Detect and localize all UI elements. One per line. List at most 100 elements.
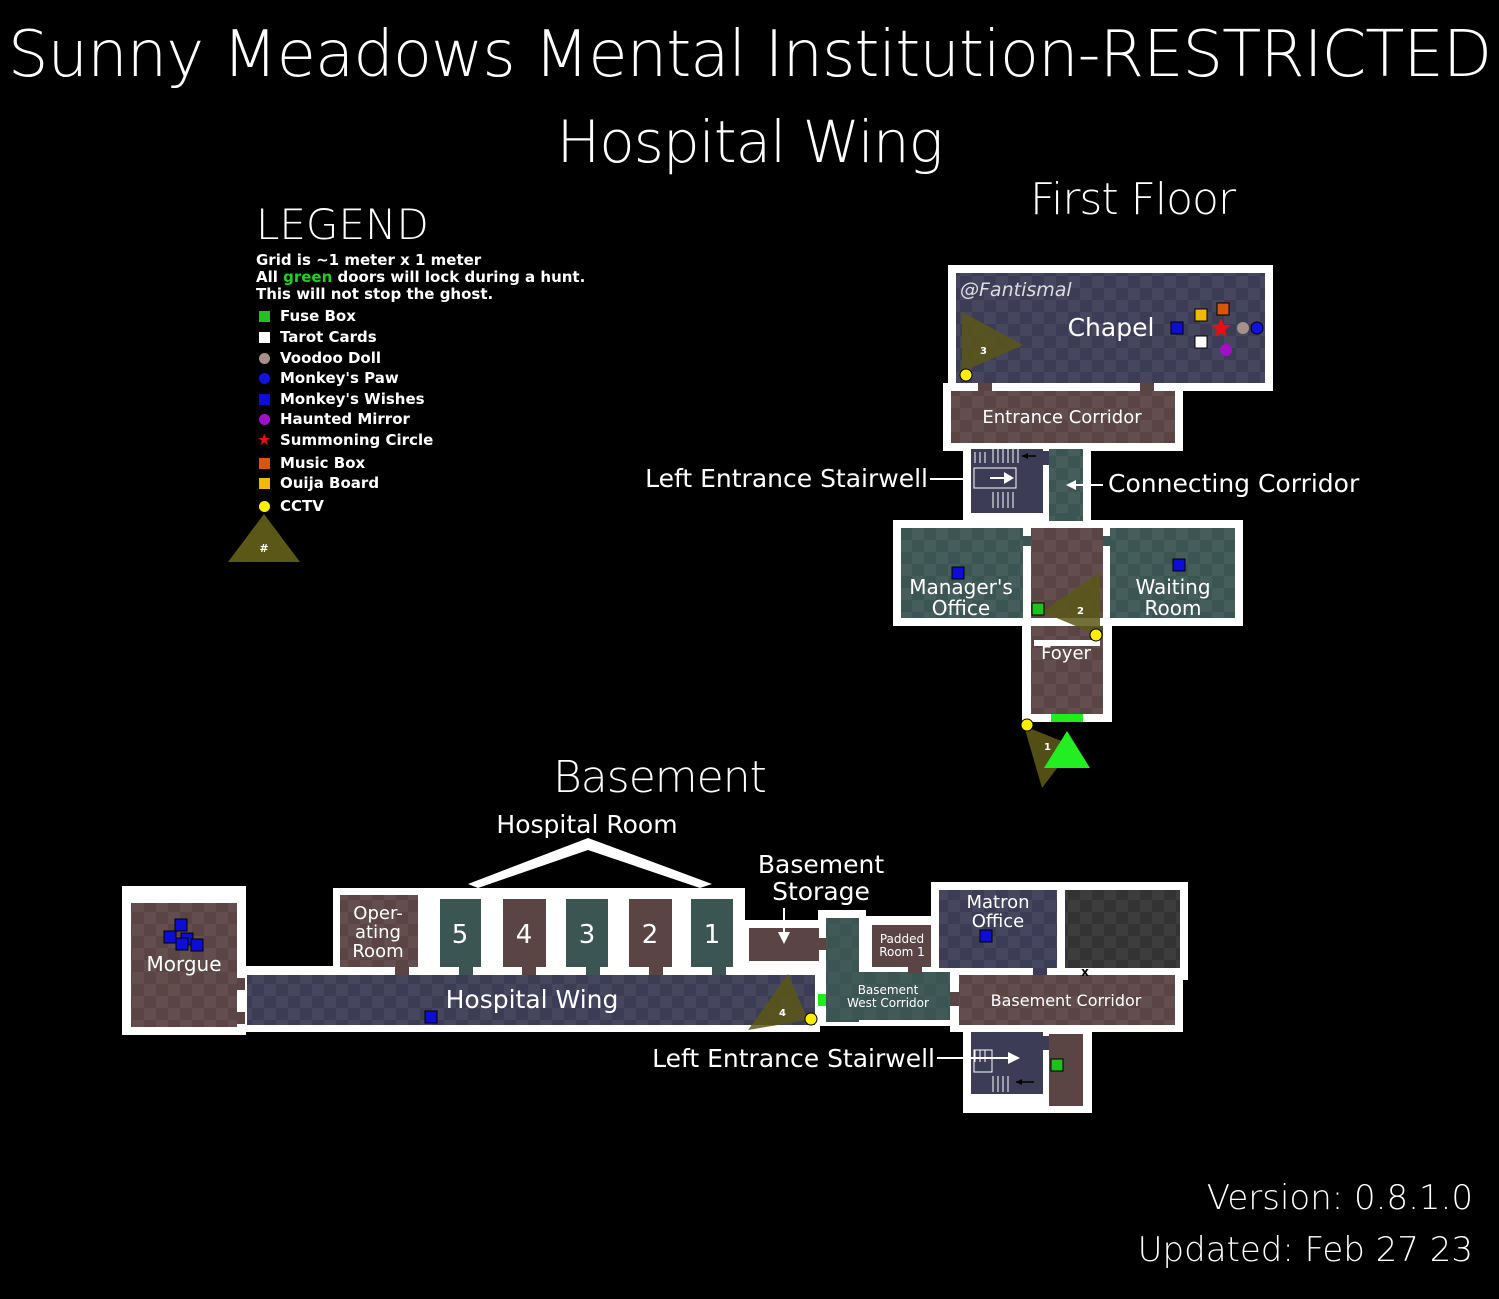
- camera-2-cone: [1042, 572, 1100, 636]
- legend-title: LEGEND: [256, 200, 429, 249]
- first-floor-stairwell-callout: Left Entrance Stairwell: [645, 464, 928, 493]
- morgue-room: [131, 903, 237, 1027]
- chapel-room: [956, 273, 1265, 383]
- square-icon: [259, 394, 270, 405]
- basement-stairwell: [971, 1032, 1043, 1094]
- legend-note-grid: Grid is ~1 meter x 1 meter: [256, 251, 482, 269]
- dark-room: [1065, 890, 1180, 968]
- map-subtitle: Hospital Wing: [556, 108, 944, 176]
- camera-3-number: 3: [980, 346, 987, 357]
- legend-item-label: Monkey's Paw: [280, 369, 399, 387]
- hospital-rooms: [440, 899, 733, 967]
- version-text: Version: 0.8.1.0: [1206, 1178, 1473, 1218]
- padded-room-label-2: Room 1: [879, 945, 925, 959]
- credit-text: @Fantismal: [960, 279, 1072, 301]
- operating-room-label-1: Oper-: [353, 903, 402, 924]
- hospital-room-1-label: 1: [704, 920, 721, 950]
- hospital-room-4-label: 4: [516, 920, 533, 950]
- hospital-room-callout: Hospital Room: [496, 810, 677, 839]
- fuse-box-icon: [1031, 602, 1045, 616]
- basement-west-corridor-label-2: West Corridor: [847, 996, 929, 1010]
- legend-item-label: Haunted Mirror: [280, 410, 410, 428]
- haunted-mirror-icon: [1220, 344, 1232, 356]
- voodoo-doll-icon: [1237, 322, 1249, 334]
- padded-room-label-1: Padded: [880, 932, 924, 946]
- circle-icon: [259, 353, 270, 364]
- basement-west-corridor-room: [826, 918, 950, 1022]
- foyer-label: Foyer: [1041, 643, 1091, 664]
- hospital-room-5-label: 5: [452, 920, 469, 950]
- legend-item-label: Monkey's Wishes: [280, 390, 425, 408]
- operating-room-label-2: ating: [355, 922, 401, 943]
- basement-stairwell-callout: Left Entrance Stairwell: [652, 1044, 935, 1073]
- star-icon: ★: [257, 430, 272, 449]
- legend-camera-cone: #: [228, 514, 300, 562]
- basement-storage-callout-2: Storage: [772, 877, 870, 906]
- monkeys-paw-icon: [1250, 321, 1264, 335]
- monkeys-wishes-icon: [424, 1010, 438, 1024]
- circle-icon: [259, 414, 270, 425]
- tarot-cards-icon: [1194, 335, 1208, 349]
- connecting-corridor-callout: Connecting Corridor: [1108, 469, 1360, 498]
- basement-green-door: [818, 994, 826, 1006]
- camera-1-number: 1: [1044, 742, 1051, 753]
- camera-4-cone: [748, 974, 808, 1030]
- entrance-corridor-label: Entrance Corridor: [982, 407, 1142, 428]
- basement-corridor-label: Basement Corridor: [991, 991, 1142, 1010]
- camera-2-number: 2: [1077, 606, 1084, 617]
- hospital-room-bracket: [468, 838, 712, 888]
- cctv-icon: [804, 1012, 818, 1026]
- camera-4-number: 4: [779, 1008, 786, 1019]
- legend-item-label: Voodoo Doll: [280, 349, 382, 367]
- music-box-icon: [1216, 302, 1230, 316]
- legend-item-label: Summoning Circle: [280, 431, 434, 449]
- legend-notes: Grid is ~1 meter x 1 meter All green doo…: [256, 252, 585, 303]
- legend-item-label: Fuse Box: [280, 307, 356, 325]
- summoning-circle-icon: [1211, 318, 1231, 337]
- circle-icon: [259, 373, 270, 384]
- hospital-room-2-label: 2: [642, 920, 659, 950]
- padded-room-1-room: [872, 925, 931, 967]
- first-floor-stairwell: [971, 449, 1043, 513]
- square-icon: [259, 332, 270, 343]
- spawn-triangle-icon: [1044, 731, 1090, 768]
- square-icon: [259, 311, 270, 322]
- operating-room-room: [340, 895, 418, 967]
- morgue-monkeys-wishes-cluster: [163, 918, 204, 952]
- managers-office-label-1: Manager's: [909, 575, 1013, 599]
- monkeys-wishes-icon: [979, 929, 993, 943]
- fuse-box-icon: [1050, 1058, 1064, 1072]
- legend-item-label: Tarot Cards: [280, 328, 377, 346]
- monkeys-wishes-icon: [1170, 321, 1184, 335]
- ouija-board-icon: [1194, 308, 1208, 322]
- monkeys-wishes-icon: [1172, 558, 1186, 572]
- matron-office-room: [939, 890, 1057, 968]
- basement-corridor-room: [959, 975, 1175, 1025]
- square-icon: [259, 478, 270, 489]
- camera-3-cone: [962, 312, 1023, 372]
- morgue-label: Morgue: [146, 952, 221, 976]
- chapel-label: Chapel: [1068, 313, 1155, 342]
- legend-note-ghost: This will not stop the ghost.: [256, 285, 494, 303]
- basement-storage-callout-1: Basement: [758, 850, 884, 879]
- cctv-icon: [1020, 718, 1034, 732]
- basement-title: Basement: [553, 752, 767, 803]
- legend-item-label: Ouija Board: [280, 474, 380, 492]
- first-floor-title: First Floor: [1030, 174, 1236, 225]
- green-word: green: [283, 268, 333, 286]
- hospital-wing-label: Hospital Wing: [446, 985, 619, 1014]
- monkeys-wishes-icon: [951, 566, 965, 580]
- first-floor-doors: [978, 383, 1154, 546]
- foyer-green-door: [1051, 714, 1083, 722]
- hospital-room-3-label: 3: [579, 920, 596, 950]
- matron-office-label-2: Office: [972, 911, 1025, 932]
- basement-doors: [237, 938, 1049, 1050]
- updated-text: Updated: Feb 27 23: [1137, 1230, 1473, 1270]
- basement-west-corridor-label-1: Basement: [858, 983, 919, 997]
- entrance-corridor-room: [951, 391, 1175, 443]
- cctv-icon: [959, 368, 973, 382]
- waiting-room-room: [1110, 528, 1235, 618]
- legend-item-label: CCTV: [280, 497, 324, 515]
- waiting-room-label-2: Room: [1145, 596, 1202, 620]
